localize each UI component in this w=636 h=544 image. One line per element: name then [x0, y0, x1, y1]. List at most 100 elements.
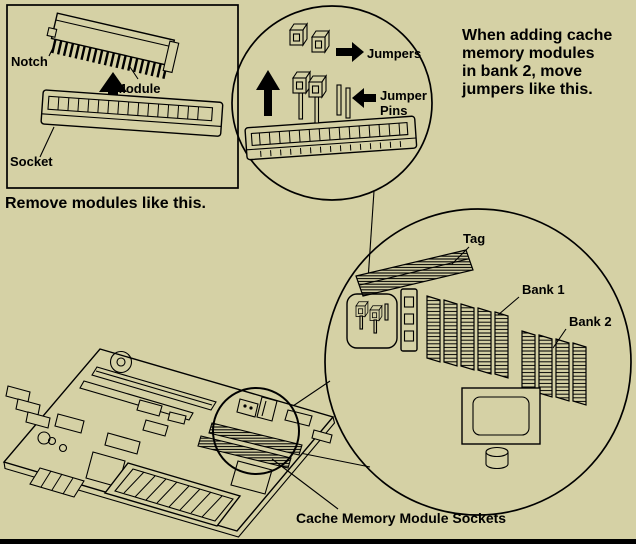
small-socket-slots [40, 470, 74, 495]
inset-border [6, 4, 239, 189]
memory-module-bar [538, 334, 553, 398]
jumper-move-right-arrow [336, 42, 364, 62]
memory-module-bar [426, 295, 441, 363]
jumper-up-arrow [256, 70, 280, 116]
memory-module-bar [443, 299, 458, 367]
jumper-cap-loose [289, 23, 308, 46]
module-label: Module [115, 81, 161, 96]
bank1-modules [426, 295, 509, 379]
chip [284, 409, 313, 427]
strip-body [244, 115, 418, 161]
capacitor-dot [47, 436, 57, 446]
socket-channel [47, 95, 214, 122]
jumper-cap [292, 71, 311, 94]
strip-holes-front [260, 141, 402, 157]
remove-caption: Remove modules like this. [5, 195, 206, 212]
notch-label: Notch [11, 54, 48, 69]
jumper-pin-small [384, 303, 389, 321]
jumper-cap-loose [311, 30, 330, 53]
dimm-socket-slots [123, 471, 223, 518]
socket-holes [57, 96, 200, 120]
bank2-leader-line [552, 328, 567, 349]
capacitor-dot [58, 443, 68, 453]
bank1-label: Bank 1 [522, 282, 565, 297]
memory-module-bar [521, 330, 536, 394]
jumper-zoom-circle: Jumpers Jumper Pins [231, 5, 433, 201]
memory-module-bar [477, 307, 492, 375]
board-vertical-socket-line [261, 400, 267, 417]
vertical-socket-hole [403, 296, 415, 308]
tag-leader-line [451, 246, 470, 265]
instruction-line-2: memory modules [462, 45, 595, 62]
chip [311, 429, 333, 444]
bank2-label: Bank 2 [569, 314, 612, 329]
bank-circle-outline [324, 208, 632, 516]
board-thickness-edge [3, 416, 336, 538]
jumper-circle-outline [231, 5, 433, 201]
jumper-cap-small [355, 301, 369, 317]
instruction-text: When adding cache memory modules in bank… [461, 27, 612, 98]
jumper-pin-small [373, 319, 378, 334]
module-edge-line [55, 19, 173, 48]
expansion-slot [79, 380, 194, 421]
socket-leader-line [39, 126, 55, 158]
chip [136, 399, 163, 417]
notch-leader-line [48, 43, 56, 57]
instruction-line-4: jumpers like this. [461, 81, 593, 98]
jumper-pins-label-line2: Pins [380, 103, 407, 118]
socket-label: Socket [10, 154, 53, 169]
module-leader-line [129, 66, 139, 80]
jumper-pins-label-line1: Jumper [380, 88, 427, 103]
socket-front-edge [41, 113, 222, 127]
jumper-socket-strip [244, 115, 418, 161]
chip [104, 432, 141, 455]
jumper-cap [308, 75, 327, 98]
cpu-chip [461, 387, 541, 445]
speaker-component [109, 350, 133, 374]
cache-sockets-caption: Cache Memory Module Sockets [296, 510, 506, 526]
leader-line-zoom-top [292, 380, 331, 407]
vertical-socket [400, 288, 418, 352]
caption-leader-line [271, 458, 339, 510]
expansion-slot-line [95, 370, 213, 406]
jumper-pins-arrow [352, 88, 376, 108]
module-removal-inset: Notch Module Socket [6, 4, 239, 189]
jumper-cap-small [369, 305, 383, 321]
module-end-clip [162, 40, 180, 74]
jumper-pin [314, 96, 320, 124]
tag-socket-strip [355, 249, 474, 297]
memory-module-bar [572, 342, 587, 406]
cpu-chip-inner [472, 396, 530, 436]
vertical-socket-hole [403, 313, 415, 325]
memory-module-drawing [46, 12, 180, 79]
highlight-circle [212, 387, 300, 475]
cache-socket-strip [197, 435, 292, 469]
jumpers-label: Jumpers [367, 46, 421, 61]
instruction-line-3: in bank 2, move [462, 63, 582, 80]
speaker-inner [116, 357, 126, 367]
jumper-dot [243, 404, 247, 408]
strip-front-edge [246, 137, 417, 151]
board-jumper-block [236, 398, 259, 418]
jumper-dot [249, 406, 253, 410]
jumper-pin-small [359, 315, 364, 330]
bottom-border [0, 539, 636, 544]
socket-drawing [40, 89, 224, 137]
dimm-socket [103, 462, 242, 527]
jumper-pin-bare [336, 84, 342, 116]
capacitor-top [485, 446, 509, 458]
strip-holes-top [258, 123, 401, 145]
socket-body [40, 89, 224, 137]
memory-module-bar [555, 338, 570, 402]
instruction-line-1: When adding cache [462, 27, 612, 44]
tag-strip-divider [359, 258, 469, 286]
bank-zoom-circle: Tag Bank 1 Bank 2 [324, 208, 632, 516]
jumper-pin [298, 92, 304, 120]
vertical-socket-hole [403, 330, 415, 342]
chip [54, 413, 85, 434]
small-socket [29, 467, 85, 498]
module-notch [46, 26, 58, 38]
tag-label: Tag [463, 231, 485, 246]
